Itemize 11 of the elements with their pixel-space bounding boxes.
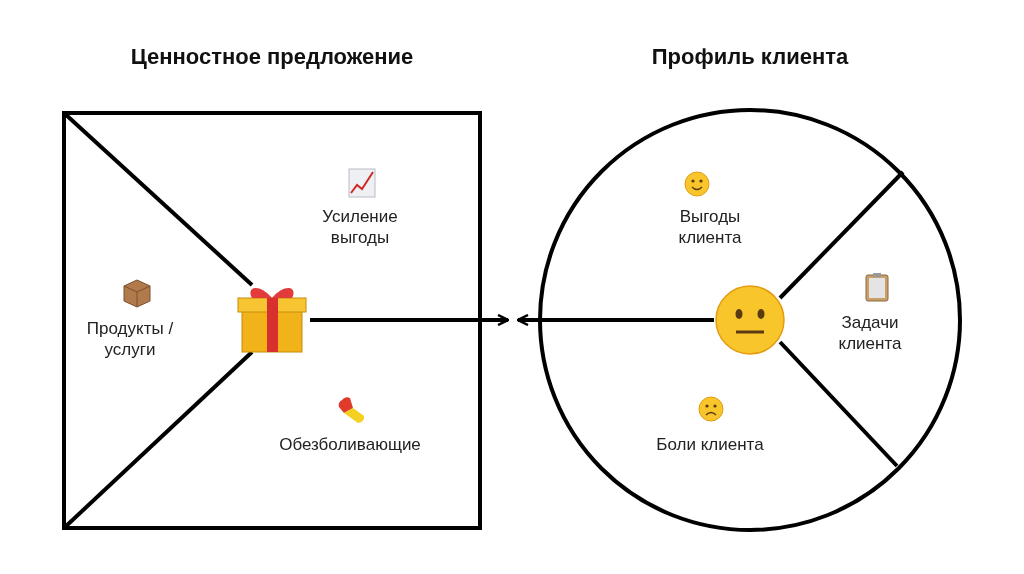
section-label: Задачи клиента (810, 312, 930, 354)
section-label: Боли клиента (630, 434, 790, 455)
section-label: Обезболивающие (260, 434, 440, 455)
neutral-face-icon (714, 284, 786, 356)
section-label: Продукты / услуги (70, 318, 190, 360)
arrow (516, 313, 714, 327)
arrow (310, 313, 510, 327)
section-label: Усиление выгоды (300, 206, 420, 248)
section-title: Ценностное предложение (129, 44, 415, 70)
section-label: Выгоды клиента (660, 206, 760, 248)
section-title: Профиль клиента (650, 44, 850, 70)
